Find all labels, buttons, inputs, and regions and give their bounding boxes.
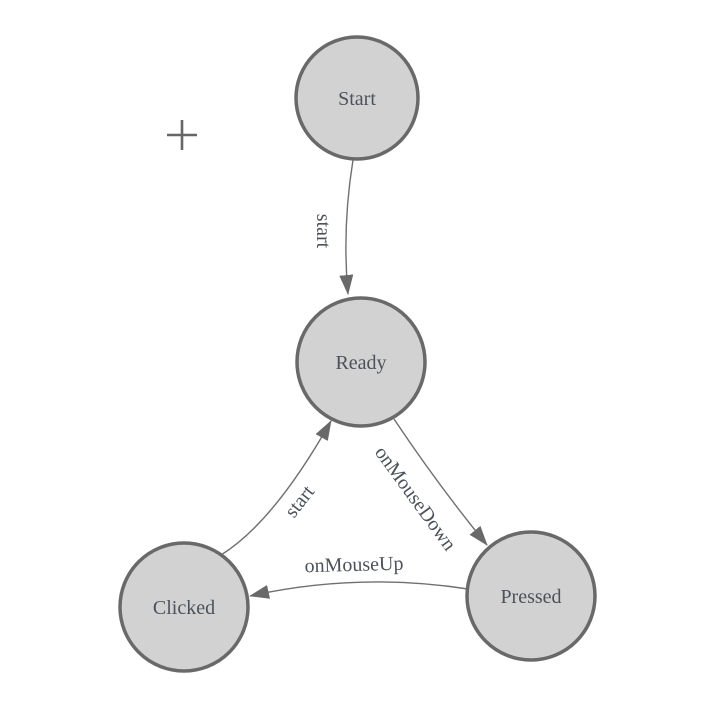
node-pressed[interactable]: Pressed [465,530,597,662]
edge-clicked-to-ready[interactable] [220,420,332,556]
node-start[interactable]: Start [294,35,420,161]
node-clicked-circle[interactable] [118,541,250,673]
edge-label-start-to-ready: start [312,214,334,249]
node-clicked-label: Clicked [153,597,215,619]
edge-label-clicked-to-ready: start [281,481,320,522]
node-pressed-circle[interactable] [465,530,597,662]
edge-ready-to-pressed[interactable] [393,418,488,546]
edge-label-pressed-to-clicked: onMouseUp [304,553,403,578]
node-start-label: Start [338,88,376,110]
node-clicked[interactable]: Clicked [118,541,250,673]
node-ready[interactable]: Ready [295,296,427,428]
edge-pressed-to-clicked[interactable] [249,581,469,599]
edge-start-to-ready[interactable] [339,159,354,295]
node-start-circle[interactable] [294,35,420,161]
node-pressed-label: Pressed [500,586,561,608]
node-ready-label: Ready [335,352,386,374]
edges-layer [220,159,488,599]
plus-icon[interactable] [167,120,197,150]
node-ready-circle[interactable] [295,296,427,428]
edge-label-ready-to-pressed: onMouseDown [370,442,460,555]
